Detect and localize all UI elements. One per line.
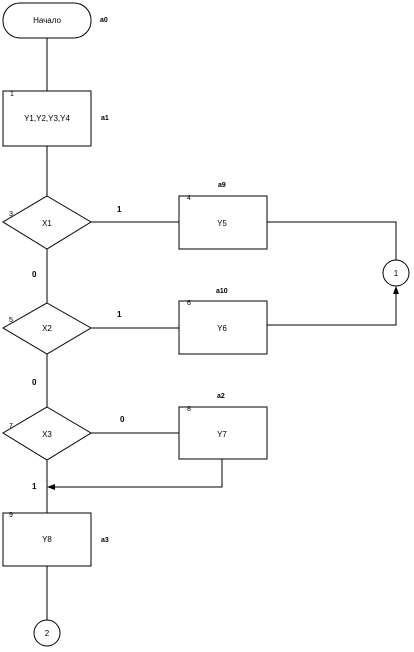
block-number: 1 <box>10 91 14 98</box>
block-tag: a1 <box>101 115 109 122</box>
connector-label: 2 <box>45 629 50 638</box>
link-y7-merge <box>53 459 223 488</box>
connector-label: 1 <box>394 269 399 278</box>
arrow-head <box>47 484 55 490</box>
block-number: 9 <box>9 512 13 519</box>
block-label: Y1,Y2,Y3,Y4 <box>24 114 70 123</box>
block-label: Y7 <box>217 430 227 439</box>
link-y5-connector-1 <box>267 221 397 260</box>
process-block-4[interactable]: 4 Y5 <box>178 195 268 250</box>
block-label: Y8 <box>42 535 52 544</box>
block-number: 8 <box>187 406 191 413</box>
branch-label-false: 0 <box>32 270 37 279</box>
process-block-8[interactable]: 8 Y7 <box>178 406 268 460</box>
process-block-6[interactable]: 6 Y6 <box>178 300 268 355</box>
start-tag: a0 <box>100 17 108 24</box>
decision-label: X3 <box>42 430 52 439</box>
process-block-9[interactable]: 9 Y8 <box>2 512 92 567</box>
branch-label-true: 1 <box>117 205 122 214</box>
decision-x3[interactable]: 7 X3 <box>2 406 92 461</box>
block-tag: a2 <box>217 393 225 400</box>
page-connector-2[interactable]: 2 <box>33 619 61 647</box>
branch-label-false: 0 <box>32 378 37 387</box>
link-y6-connector-1 <box>267 292 397 326</box>
block-tag: a3 <box>101 537 109 544</box>
decision-number: 5 <box>9 317 13 324</box>
decision-number: 3 <box>9 211 13 218</box>
decision-label: X1 <box>42 219 52 228</box>
block-tag: a10 <box>216 288 228 295</box>
start-label: Начало <box>33 16 61 25</box>
branch-label-true: 1 <box>117 310 122 319</box>
page-connector-1[interactable]: 1 <box>382 259 410 287</box>
branch-label-true: 0 <box>120 415 125 424</box>
block-number: 4 <box>187 195 191 202</box>
block-tag: a9 <box>218 182 226 189</box>
arrow-head <box>393 286 399 294</box>
decision-number: 7 <box>9 423 13 430</box>
decision-label: X2 <box>42 324 52 333</box>
start-terminal[interactable]: Начало <box>2 2 92 39</box>
block-number: 6 <box>187 300 191 307</box>
process-block-1[interactable]: 1 Y1,Y2,Y3,Y4 <box>2 90 92 147</box>
block-label: Y5 <box>217 219 227 228</box>
branch-label-false: 1 <box>32 482 37 491</box>
decision-x2[interactable]: 5 X2 <box>2 302 92 355</box>
decision-x1[interactable]: 3 X1 <box>2 195 92 250</box>
block-label: Y6 <box>217 324 227 333</box>
